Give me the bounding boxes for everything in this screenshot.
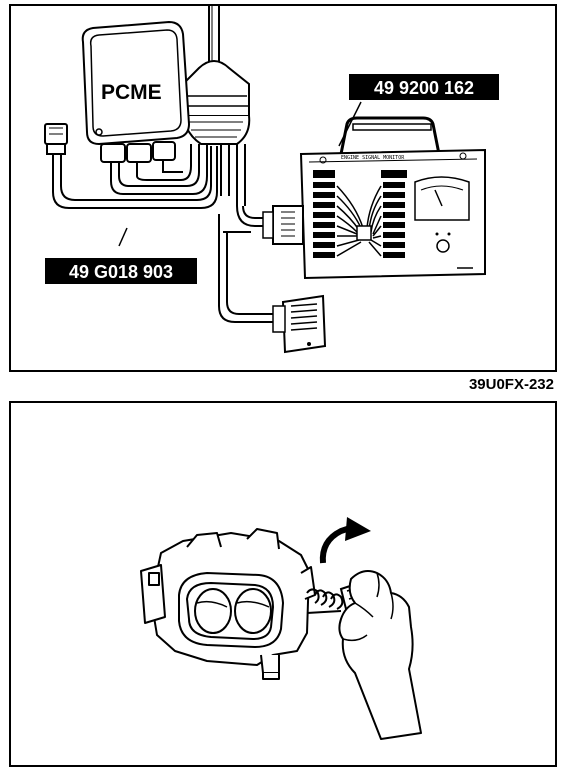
signal-monitor-connection-diagram: PCME ENGINE SIGNAL MO (44, 6, 499, 354)
engine-signal-monitor: ENGINE SIGNAL MONITOR (262, 101, 486, 280)
tool-label-monitor: 49 9200 162 (349, 74, 499, 100)
pcme-label: PCME (101, 81, 162, 104)
throttle-body-adjustment-illustration (140, 517, 422, 740)
svg-text:49 G018 903: 49 G018 903 (69, 262, 173, 282)
top-diagram-panel: PCME ENGINE SIGNAL MO (9, 4, 557, 372)
figure-caption: 39U0FX-232 (468, 376, 554, 393)
hand-illustration (338, 570, 422, 740)
adapter-connector (272, 294, 327, 354)
rotation-arrow-icon (319, 517, 371, 564)
bottom-diagram-panel (9, 401, 557, 767)
svg-text:49 9200 162: 49 9200 162 (374, 78, 474, 98)
svg-text:ENGINE SIGNAL MONITOR: ENGINE SIGNAL MONITOR (341, 155, 405, 161)
pcme-module: PCME (81, 20, 191, 146)
tool-label-harness: 49 G018 903 (45, 258, 197, 284)
